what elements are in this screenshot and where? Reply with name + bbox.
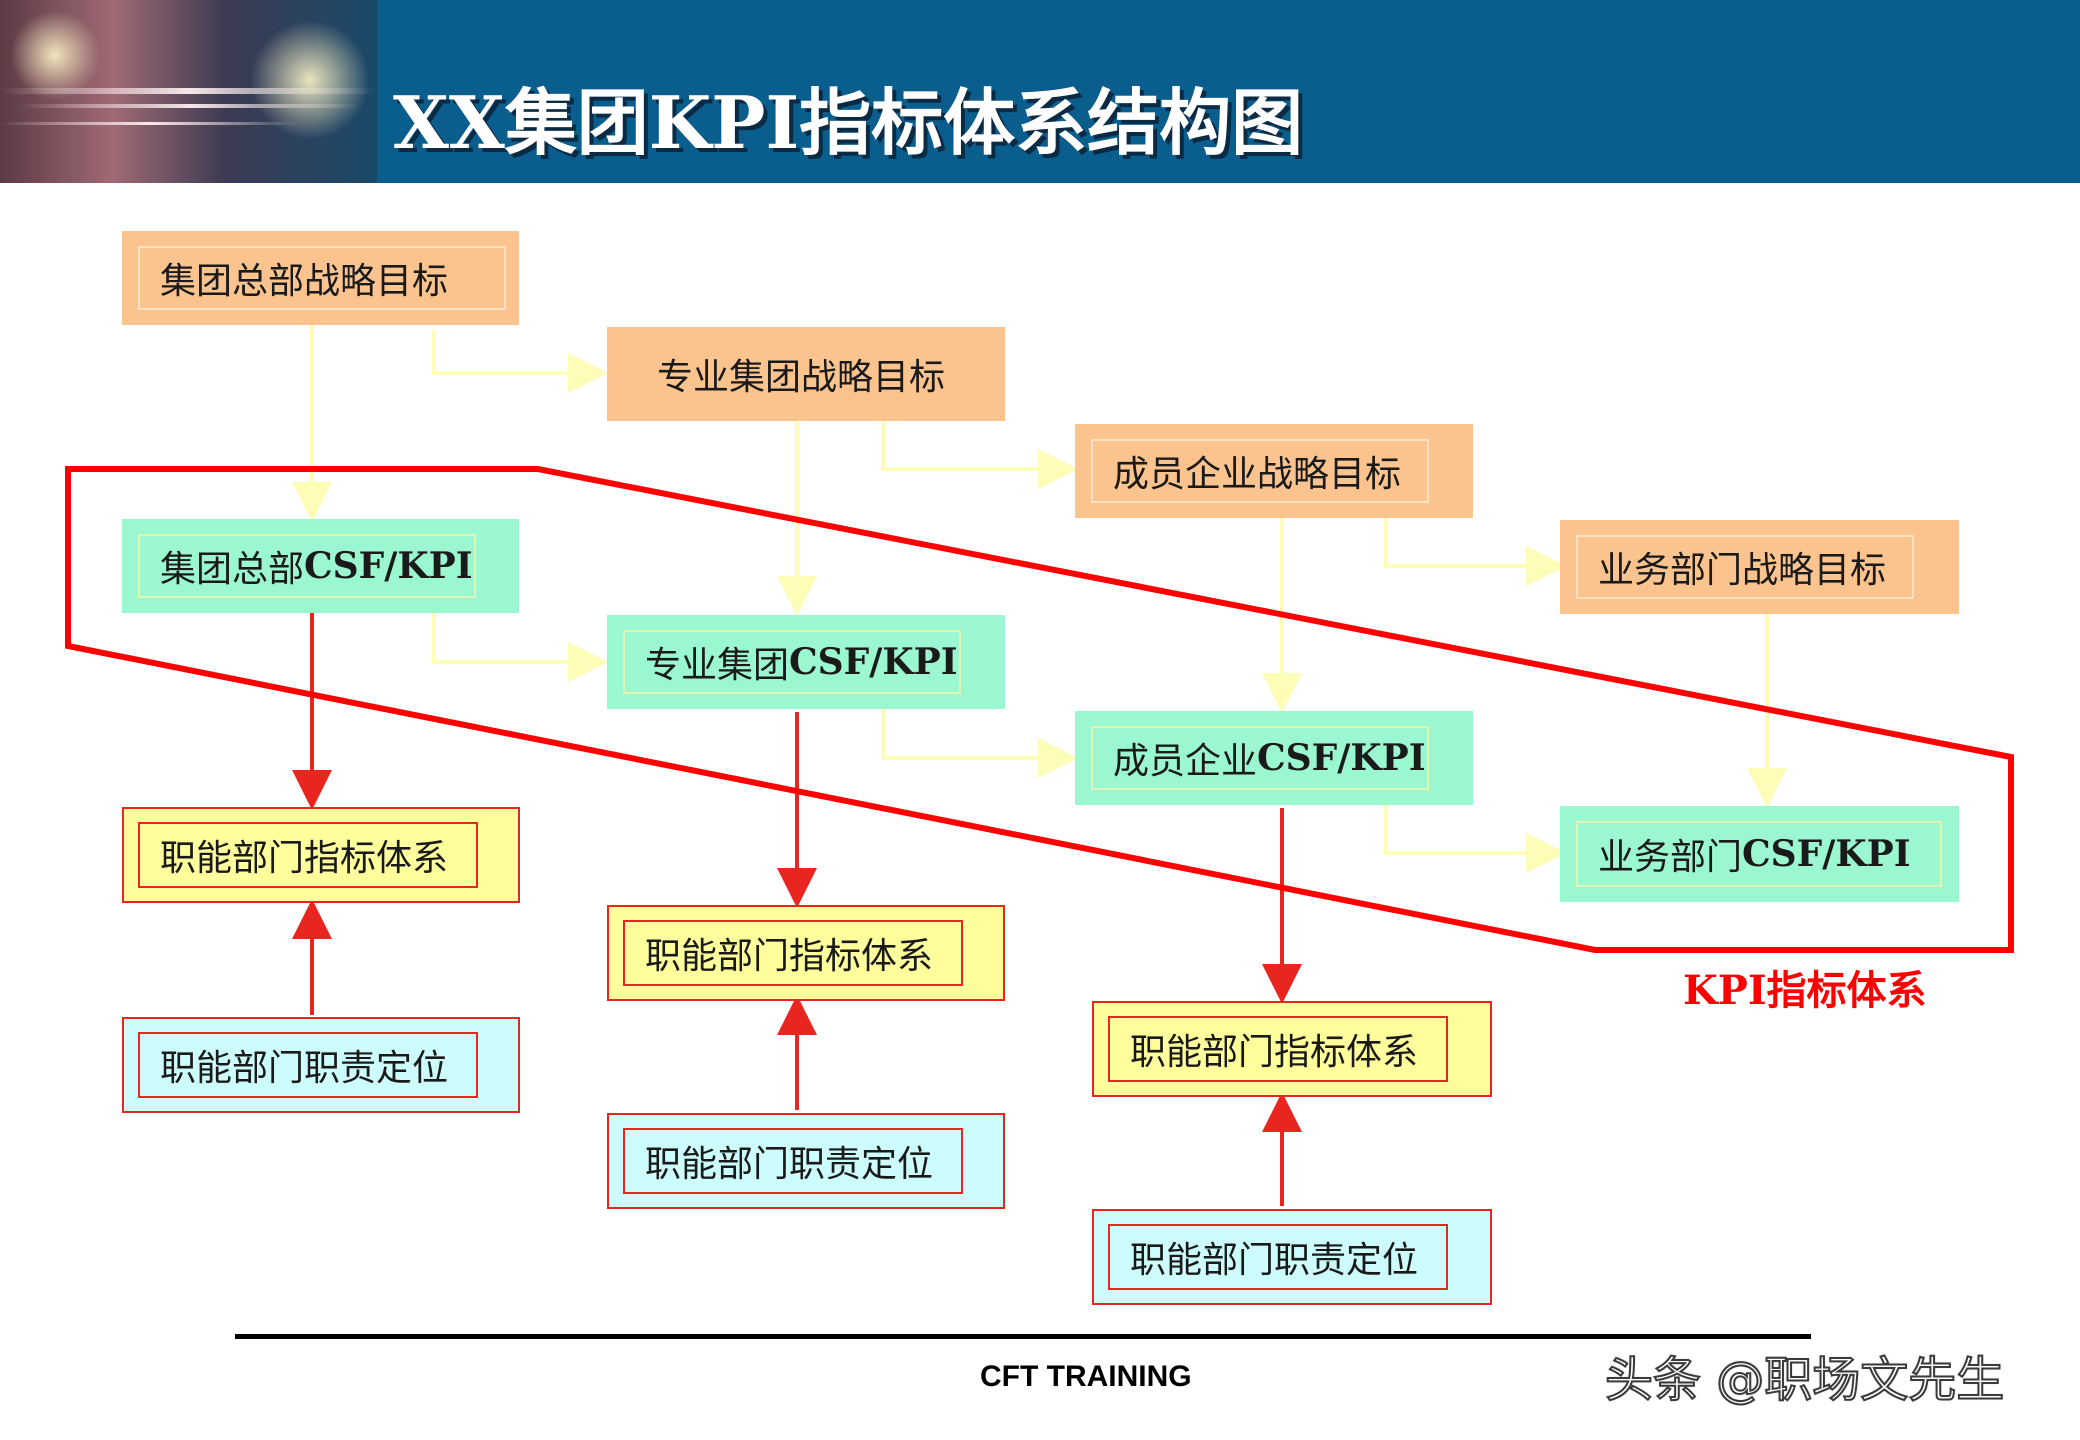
member-strategic-goal-label: 成员企业战略目标 (1091, 439, 1429, 503)
func-role-box-1: 职能部门职责定位 (122, 1017, 520, 1113)
biz-dept-csf-kpi-suffix: CSF/KPI (1742, 833, 1911, 875)
header-photo (0, 0, 377, 183)
footer-divider (235, 1334, 1811, 1339)
page-title: XX集团KPI指标体系结构图 (393, 80, 1304, 165)
func-index-box-2: 职能部门指标体系 (607, 905, 1005, 1001)
func-role-label-1: 职能部门职责定位 (138, 1032, 478, 1098)
hq-csf-kpi-suffix: CSF/KPI (304, 545, 473, 587)
hq-strategic-goal-box: 集团总部战略目标 (122, 231, 519, 325)
member-csf-kpi-suffix: CSF/KPI (1257, 737, 1426, 779)
func-role-label-2: 职能部门职责定位 (623, 1128, 963, 1194)
pro-group-csf-kpi-suffix: CSF/KPI (789, 641, 958, 683)
biz-dept-csf-kpi-prefix: 业务部门 (1598, 837, 1743, 878)
member-strategic-goal-box: 成员企业战略目标 (1075, 424, 1473, 518)
connector-pro-to-member-kpi (881, 708, 1078, 778)
func-index-label-2: 职能部门指标体系 (623, 920, 963, 986)
connector-pro-to-member-goal (881, 422, 1078, 489)
func-role-label-3: 职能部门职责定位 (1108, 1224, 1448, 1290)
func-role-box-3: 职能部门职责定位 (1092, 1209, 1492, 1305)
biz-dept-strategic-goal-box: 业务部门战略目标 (1560, 520, 1959, 614)
watermark: 头条 @职场文先生 (1604, 1351, 2005, 1409)
connector-member-to-biz-kpi (1384, 805, 1566, 873)
member-csf-kpi-prefix: 成员企业 (1113, 741, 1258, 782)
connector-member-to-biz-goal (1384, 518, 1566, 586)
func-role-box-2: 职能部门职责定位 (607, 1113, 1005, 1209)
hq-strategic-goal-label: 集团总部战略目标 (138, 246, 506, 310)
kpi-system-label: KPI指标体系 (1683, 967, 1927, 1014)
footer-brand: CFT TRAINING (980, 1360, 1192, 1393)
connector-hq-to-pro-goal (432, 330, 608, 393)
kpi-system-outline (65, 466, 2014, 953)
pro-group-csf-kpi-prefix: 专业集团 (645, 645, 790, 686)
pro-group-strategic-goal-box: 专业集团战略目标 (607, 327, 1005, 421)
func-index-box-1: 职能部门指标体系 (122, 807, 520, 903)
connector-hq-to-pro-kpi (432, 613, 608, 682)
hq-csf-kpi-prefix: 集团总部 (160, 549, 305, 590)
biz-dept-strategic-goal-label: 业务部门战略目标 (1576, 535, 1914, 599)
pro-group-strategic-goal-label: 专业集团战略目标 (657, 357, 946, 398)
func-index-box-3: 职能部门指标体系 (1092, 1001, 1492, 1097)
func-index-label-3: 职能部门指标体系 (1108, 1016, 1448, 1082)
title-banner: XX集团KPI指标体系结构图 (0, 0, 2080, 183)
func-index-label-1: 职能部门指标体系 (138, 822, 478, 888)
